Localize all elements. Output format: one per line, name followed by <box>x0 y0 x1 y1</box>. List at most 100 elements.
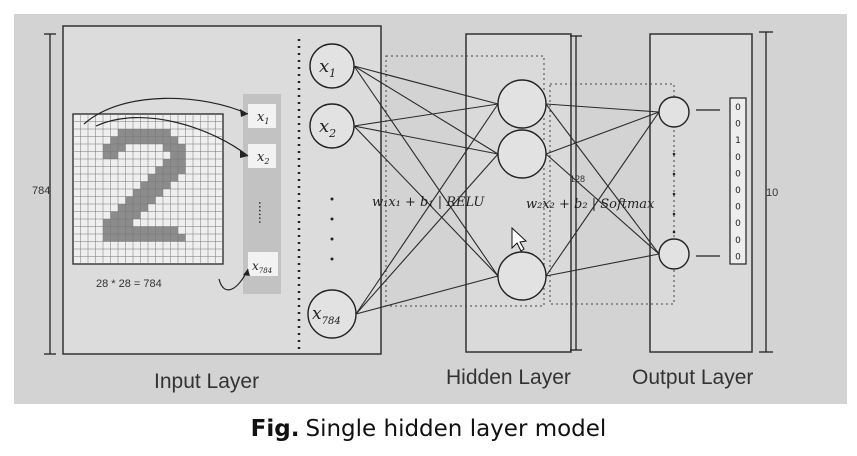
output-to-vector-lines <box>696 109 720 257</box>
mouse-cursor-icon <box>511 226 528 252</box>
grid-pixel <box>125 204 133 212</box>
grid-pixel <box>110 151 118 159</box>
grid-pixel <box>163 166 171 174</box>
grid-pixel <box>163 144 171 152</box>
input-node-x784: x784 <box>312 304 341 327</box>
one-hot-value: 0 <box>735 120 741 130</box>
grid-pixel <box>118 144 126 152</box>
grid-pixel <box>118 226 126 234</box>
input-height-label: 784 <box>32 185 50 197</box>
input-nodes <box>307 43 357 339</box>
grid-pixel <box>133 226 141 234</box>
hidden-output-edge <box>545 253 660 277</box>
grid-pixel <box>103 226 111 234</box>
grid-pixel <box>170 144 178 152</box>
output-formula: w₂x₂ + b₂ | Softmax <box>526 197 655 212</box>
grid-pixel <box>148 129 156 137</box>
grid-pixel <box>170 234 178 242</box>
input-node-x1: x1 <box>319 56 336 80</box>
input-hidden-edge <box>355 275 499 315</box>
grid-pixel <box>118 219 126 227</box>
hidden-output-edge <box>545 153 660 255</box>
grid-pixel <box>163 174 171 182</box>
one-hot-value: 0 <box>735 103 741 113</box>
input-height-arrow <box>44 33 56 355</box>
pixel-x1-label: x1 <box>257 110 269 126</box>
grid-pixel <box>103 234 111 242</box>
hidden-dotted-box <box>385 55 545 307</box>
input-layer-title: Input Layer <box>154 370 259 393</box>
hidden-output-edge <box>545 111 660 155</box>
input-hidden-edge <box>353 65 499 277</box>
grid-pixel <box>140 204 148 212</box>
grid-pixel <box>110 219 118 227</box>
grid-pixel <box>178 151 186 159</box>
grid-pixel <box>133 189 141 197</box>
digit-pixel-grid <box>72 113 224 265</box>
grid-pixel <box>110 234 118 242</box>
grid-pixel <box>103 144 111 152</box>
grid-pixel <box>170 226 178 234</box>
caption-prefix: Fig. <box>250 416 300 442</box>
grid-pixel <box>178 234 186 242</box>
grid-pixel <box>118 136 126 144</box>
grid-pixel <box>140 196 148 204</box>
pixel-dots: ...... <box>256 201 270 224</box>
input-hidden-edge <box>355 103 499 315</box>
grid-pixel <box>140 136 148 144</box>
grid-pixel <box>148 174 156 182</box>
grid-pixel <box>163 234 171 242</box>
grid-pixel <box>148 226 156 234</box>
input-hidden-edge <box>353 103 499 127</box>
grid-size-caption: 28 * 28 = 784 <box>96 278 162 290</box>
one-hot-value: 0 <box>735 236 741 246</box>
pixel-x784-box <box>248 252 278 276</box>
hidden-nodes <box>497 79 547 301</box>
arrow-heads <box>240 109 250 276</box>
grid-pixel <box>148 189 156 197</box>
grid-pixel <box>155 166 163 174</box>
grid-pixel <box>125 234 133 242</box>
grid-pixel <box>133 196 141 204</box>
grid-pixel <box>140 234 148 242</box>
grid-pixel <box>148 136 156 144</box>
one-hot-value: 0 <box>735 252 741 262</box>
grid-pixel <box>163 181 171 189</box>
output-size-label: 10 <box>766 187 778 199</box>
grid-pixel <box>118 204 126 212</box>
hidden-output-edge <box>545 103 660 113</box>
one-hot-value: 0 <box>735 169 741 179</box>
one-hot-value: 0 <box>735 219 741 229</box>
grid-pixel <box>110 226 118 234</box>
hidden-size-arrow <box>570 35 582 351</box>
hidden-formula: w₁x₁ + b₁ | RELU <box>372 195 485 210</box>
hidden-output-edge <box>545 111 660 277</box>
grid-pixel <box>125 136 133 144</box>
grid-pixel <box>118 234 126 242</box>
output-node-ellipsis <box>672 152 676 234</box>
input-node-x2: x2 <box>319 116 336 140</box>
grid-pixel <box>148 196 156 204</box>
grid-pixel <box>110 136 118 144</box>
grid-pixel <box>155 189 163 197</box>
grid-pixel <box>133 211 141 219</box>
grid-pixel <box>148 234 156 242</box>
grid-pixel <box>133 136 141 144</box>
grid-pixel <box>178 166 186 174</box>
output-dotted-box <box>549 83 675 305</box>
grid-pixel <box>178 159 186 167</box>
one-hot-value: 0 <box>735 186 741 196</box>
grid-pixel <box>163 159 171 167</box>
grid-pixel <box>178 144 186 152</box>
one-hot-value: 0 <box>735 203 741 213</box>
grid-pixel <box>155 136 163 144</box>
grid-pixel <box>170 174 178 182</box>
grid-pixel <box>148 181 156 189</box>
caption-text: Single hidden layer model <box>305 416 607 442</box>
hidden-output-edge <box>545 103 660 255</box>
pixel-x1-box <box>248 104 276 128</box>
grid-pixel <box>155 129 163 137</box>
grid-pixel <box>103 219 111 227</box>
pixel-x784-label: x784 <box>252 259 272 275</box>
output-layer-title: Output Layer <box>632 366 753 389</box>
